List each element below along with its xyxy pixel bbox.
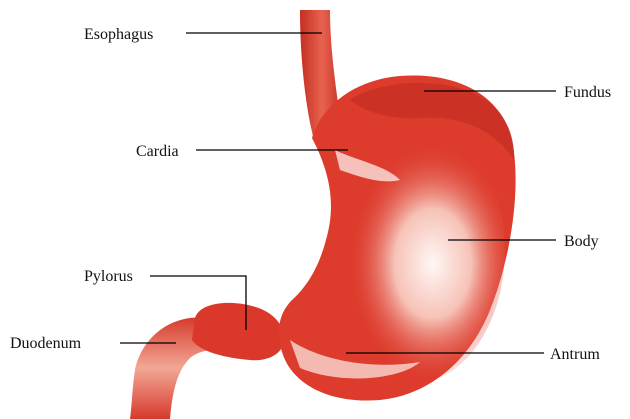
label-cardia: Cardia <box>136 143 179 160</box>
label-pylorus: Pylorus <box>84 268 133 285</box>
label-antrum: Antrum <box>550 346 600 363</box>
label-duodenum: Duodenum <box>10 335 82 352</box>
pylorus-shape <box>192 303 284 360</box>
label-esophagus: Esophagus <box>84 26 153 43</box>
label-fundus: Fundus <box>564 84 611 101</box>
label-body: Body <box>564 233 599 250</box>
